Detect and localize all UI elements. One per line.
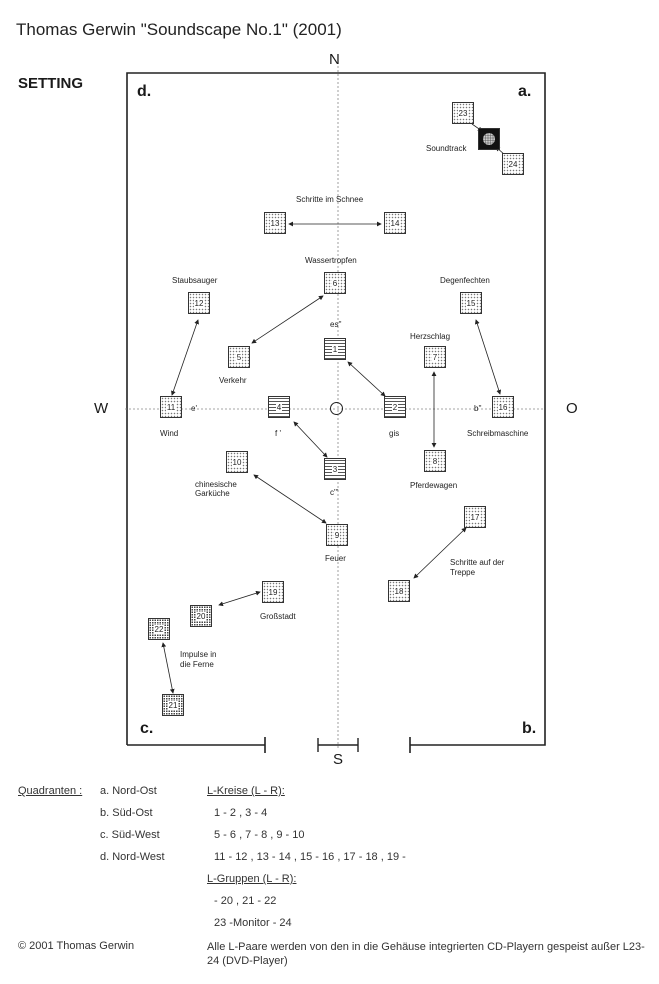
label-wind: Wind (160, 429, 179, 438)
speaker-18: 18 (388, 580, 410, 602)
page-title: Thomas Gerwin "Soundscape No.1" (2001) (16, 20, 342, 39)
quadrant-c-label: c. (140, 720, 154, 737)
label-herzschlag: Herzschlag (410, 332, 451, 341)
tone-es: es'' (330, 320, 342, 329)
speaker-21: 21 (162, 694, 184, 716)
speaker-14: 14 (384, 212, 406, 234)
link-1-2 (347, 361, 386, 397)
tone-f: f ' (275, 429, 281, 438)
quadrant-b-label: b. (522, 720, 537, 737)
legend-l-kreise-1: 1 - 2 , 3 - 4 (214, 807, 268, 819)
legend-l-kreise-3: 11 - 12 , 13 - 14 , 15 - 16 , 17 - 18 , … (214, 851, 406, 863)
label-verkehr: Verkehr (219, 376, 247, 385)
speaker-20: 20 (190, 605, 212, 627)
label-grossstadt: Großstadt (260, 612, 296, 621)
label-gis: gis (389, 429, 400, 438)
legend-l-kreise-label: L-Kreise (L - R): (207, 785, 285, 797)
link-10-9 (253, 474, 327, 524)
legend-quadrant-d: d. Nord-West (100, 851, 165, 863)
compass-east: O (566, 400, 578, 417)
center-point (330, 402, 343, 415)
copyright: © 2001 Thomas Gerwin (18, 940, 135, 952)
speaker-19: 19 (262, 581, 284, 603)
speaker-24: 24 (502, 153, 524, 175)
speaker-1: 1 (324, 338, 346, 360)
compass-west: W (94, 400, 109, 417)
quadrant-d-label: d. (137, 83, 152, 100)
label-wassertropfen: Wassertropfen (305, 256, 357, 265)
compass-north: N (329, 51, 340, 68)
label-schritte-im-schnee: Schritte im Schnee (296, 195, 364, 204)
monitor-icon (483, 133, 495, 145)
label-soundtrack: Soundtrack (426, 144, 467, 153)
label-pferdewagen: Pferdewagen (410, 481, 458, 490)
legend-note: Alle L-Paare werden von den in die Gehäu… (207, 941, 645, 967)
speaker-8: 8 (424, 450, 446, 472)
speaker-3: 3 (324, 458, 346, 480)
quadrant-a-label: a. (518, 83, 532, 100)
legend-quadranten-label: Quadranten : (18, 785, 83, 797)
speaker-10: 10 (226, 451, 248, 473)
tone-e: e' (191, 404, 197, 413)
link-6-5 (251, 295, 324, 344)
legend-l-gruppen-1: - 20 , 21 - 22 (214, 895, 277, 907)
speaker-12: 12 (188, 292, 210, 314)
link-17-18 (413, 527, 467, 579)
speaker-9: 9 (326, 524, 348, 546)
legend-l-gruppen-label: L-Gruppen (L - R): (207, 873, 297, 885)
link-12-11 (171, 319, 199, 396)
speaker-13: 13 (264, 212, 286, 234)
label-impulse-in-die-ferne: Impulse in die Ferne (180, 650, 217, 669)
speaker-11: 11 (160, 396, 182, 418)
link-15-16 (474, 319, 502, 395)
compass-south: S (333, 751, 344, 768)
speaker-17: 17 (464, 506, 486, 528)
legend-l-kreise-2: 5 - 6 , 7 - 8 , 9 - 10 (214, 829, 305, 841)
label-chinesische-garkueche: chinesische Garküche (195, 480, 237, 498)
speaker-22: 22 (148, 618, 170, 640)
legend-quadrant-a: a. Nord-Ost (100, 785, 157, 797)
legend-l-gruppen-2: 23 -Monitor - 24 (214, 917, 292, 929)
speaker-16: 16 (492, 396, 514, 418)
speaker-2: 2 (384, 396, 406, 418)
label-feuer: Feuer (325, 554, 346, 563)
speaker-7: 7 (424, 346, 446, 368)
link-22-21 (161, 642, 175, 694)
label-schritte-auf-der-treppe: Schritte auf der Treppe (450, 558, 505, 577)
speaker-4: 4 (268, 396, 290, 418)
setting-heading: SETTING (18, 75, 84, 92)
link-19-20 (218, 590, 261, 607)
legend-quadrant-c: c. Süd-West (100, 829, 160, 841)
speaker-15: 15 (460, 292, 482, 314)
speaker-5: 5 (228, 346, 250, 368)
legend-quadrant-b: b. Süd-Ost (100, 807, 153, 819)
tone-c: c''' (330, 488, 339, 497)
speaker-6: 6 (324, 272, 346, 294)
tone-b: b'' (474, 404, 482, 413)
link-4-3 (293, 421, 328, 458)
label-degenfechten: Degenfechten (440, 276, 490, 285)
label-staubsauger: Staubsauger (172, 276, 218, 285)
room-outline (126, 72, 546, 746)
soundtrack-monitor (478, 128, 500, 150)
label-schreibmaschine: Schreibmaschine (467, 429, 529, 438)
speaker-23: 23 (452, 102, 474, 124)
